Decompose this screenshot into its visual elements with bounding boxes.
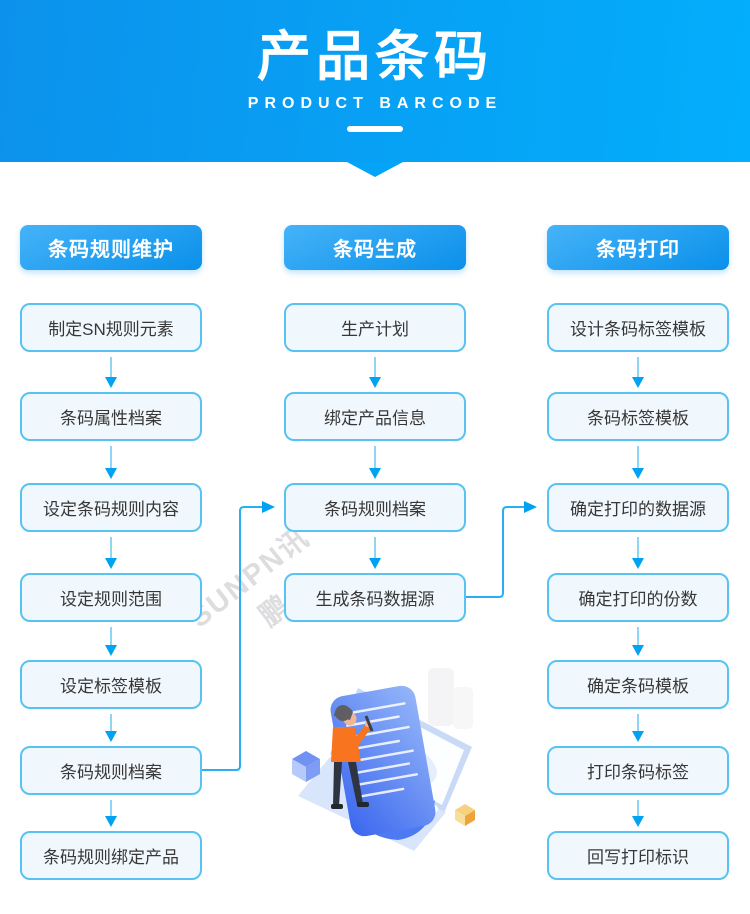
flow-step-col2-4: 生成条码数据源 [284, 573, 466, 622]
column-header-barcode-printing: 条码打印 [547, 225, 729, 270]
writing-illustration [292, 668, 475, 858]
flow-step-col3-5: 确定条码模板 [547, 660, 729, 709]
flow-step-col1-3: 设定条码规则内容 [20, 483, 202, 532]
flow-step-col2-2: 绑定产品信息 [284, 392, 466, 441]
arrow-down-icon [110, 357, 639, 816]
page-header: 产品条码 PRODUCT BARCODE [0, 0, 750, 162]
column-header-rule-maintenance: 条码规则维护 [20, 225, 202, 270]
flow-step-col2-1: 生产计划 [284, 303, 466, 352]
flow-step-col1-2: 条码属性档案 [20, 392, 202, 441]
flow-step-col1-4: 设定规则范围 [20, 573, 202, 622]
flow-step-col1-7: 条码规则绑定产品 [20, 831, 202, 880]
flow-step-col2-3: 条码规则档案 [284, 483, 466, 532]
page-subtitle: PRODUCT BARCODE [247, 95, 503, 112]
background-shapes [428, 668, 473, 729]
flow-step-col3-4: 确定打印的份数 [547, 573, 729, 622]
arrow-head-icon [105, 377, 644, 827]
flow-step-col1-1: 制定SN规则元素 [20, 303, 202, 352]
column-header-barcode-generation: 条码生成 [284, 225, 466, 270]
title-underline [347, 126, 403, 132]
blue-cube-icon [292, 751, 320, 782]
person-figure [331, 705, 374, 809]
flow-step-col1-6: 条码规则档案 [20, 746, 202, 795]
flow-connector-col1-col2 [202, 501, 275, 771]
flow-connector-col2-col3 [466, 501, 537, 598]
flow-step-col3-3: 确定打印的数据源 [547, 483, 729, 532]
yellow-cube-icon [455, 804, 475, 826]
flow-step-col3-1: 设计条码标签模板 [547, 303, 729, 352]
flow-step-col3-6: 打印条码标签 [547, 746, 729, 795]
flow-step-col3-7: 回写打印标识 [547, 831, 729, 880]
page-title: 产品条码 [257, 27, 493, 87]
header-notch-icon [347, 162, 403, 177]
flow-step-col1-5: 设定标签模板 [20, 660, 202, 709]
flow-step-col3-2: 条码标签模板 [547, 392, 729, 441]
